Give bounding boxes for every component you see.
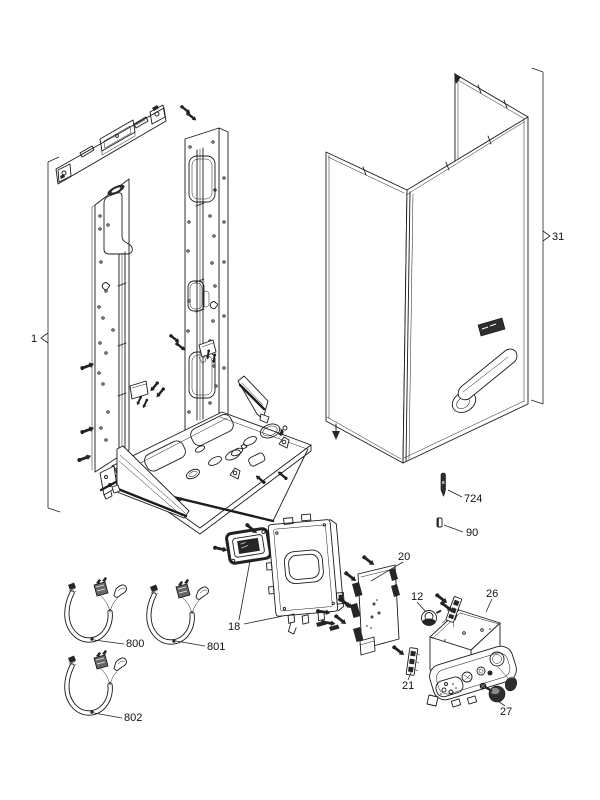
outer-casing [325, 73, 529, 464]
callout-circuit-board: 20 [398, 551, 410, 563]
control-fascia [426, 645, 517, 708]
callout-right-knob: 27 [500, 706, 512, 718]
callout-labels: 1 31 724 90 18 20 12 26 21 27 800 801 80… [31, 231, 564, 724]
control-box [405, 596, 517, 708]
terminal-strip-21 [405, 647, 421, 676]
callout-cable-801: 801 [207, 641, 225, 653]
display-bezel [225, 527, 272, 565]
callout-long-screw: 724 [464, 493, 482, 505]
corner-gusset-right [237, 375, 270, 424]
wall-mounting-rail [55, 104, 167, 185]
long-screw-724 [440, 472, 446, 497]
callout-cable-800: 800 [126, 638, 144, 650]
circuit-board [350, 564, 400, 656]
front-panel-grip [451, 348, 518, 413]
bracket-outer-casing [530, 67, 551, 405]
cap-knob [505, 676, 517, 692]
callout-terminal-strip: 21 [402, 680, 414, 692]
callout-control-box: 26 [486, 588, 498, 600]
callout-outer-casing: 31 [552, 231, 564, 243]
callout-short-pin: 90 [466, 527, 478, 539]
callout-frame-assembly: 1 [31, 333, 37, 345]
frame-side-panel-right [184, 127, 229, 469]
callout-display-frame: 18 [228, 621, 240, 633]
pin-90 [436, 517, 443, 528]
corner-gusset-left [111, 445, 190, 519]
knob-27 [479, 682, 506, 703]
knob-12 [421, 609, 442, 626]
leader-lines [93, 489, 506, 719]
bracket-frame-assembly [40, 156, 61, 513]
callout-left-knob: 12 [411, 591, 423, 603]
callout-cable-802: 802 [124, 712, 142, 724]
brand-badge [477, 317, 506, 337]
